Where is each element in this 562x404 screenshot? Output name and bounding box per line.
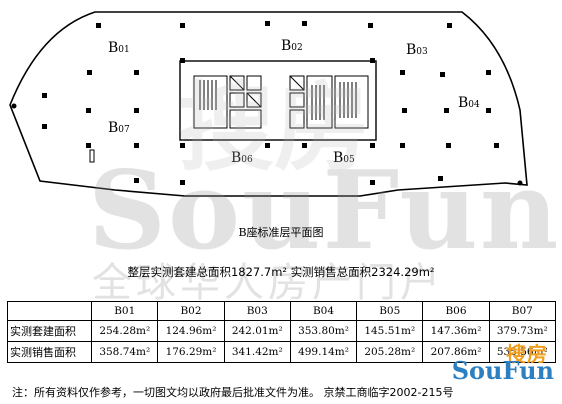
area-summary: 整层实测套建总面积1827.7m² 实测销售总面积2324.29m² (127, 265, 435, 279)
table-cell: 145.51m² (356, 320, 424, 342)
core-right (289, 75, 369, 129)
columns (11, 21, 523, 186)
row-label-built-area: 实测套建面积 (6, 320, 93, 342)
soufun-logo: 搜房 SouFun (450, 338, 556, 385)
table-cell: 379.73m² (488, 320, 557, 342)
table-header-b04: B04 (289, 301, 358, 321)
core-left (193, 75, 262, 129)
table-cell: 353.80m² (289, 320, 358, 342)
table-cell: 358.74m² (91, 341, 159, 363)
logo-en-text: SouFun (451, 356, 554, 385)
table-corner (6, 301, 93, 321)
table-cell: 254.28m² (91, 320, 159, 342)
table-header-b03: B03 (223, 301, 291, 321)
table-cell: 176.29m² (157, 341, 225, 363)
footer-note: 注：所有资料仅作参考，一切图文均以政府最后批准文件为准。 京禁工商临字2002-… (12, 386, 454, 399)
table-header-row: B01 B02 B03 B04 B05 B06 B07 (6, 301, 557, 321)
table-cell: 535.56m² (488, 341, 557, 363)
table-cell: 499.14m² (289, 341, 358, 363)
floor-plan: B01 B02 B03 B04 B05 B06 B07 (9, 11, 528, 197)
plan-caption: B座标准层平面图 (238, 226, 324, 239)
table-header-b06: B06 (422, 301, 490, 321)
table-header-b02: B02 (157, 301, 225, 321)
table-cell: 124.96m² (157, 320, 225, 342)
table-cell: 242.01m² (223, 320, 291, 342)
row-label-sales-area: 实测销售面积 (6, 341, 93, 363)
table-cell: 205.28m² (356, 341, 424, 363)
table-header-b05: B05 (356, 301, 424, 321)
core-outline (179, 60, 377, 141)
table-header-b01: B01 (91, 301, 159, 321)
table-cell: 207.86m² (422, 341, 490, 363)
table-row: 实测销售面积 358.74m² 176.29m² 341.42m² 499.14… (6, 341, 557, 363)
logo-cn-text: 搜房 (506, 342, 548, 366)
table-header-b07: B07 (488, 301, 557, 321)
area-table: B01 B02 B03 B04 B05 B06 B07 实测套建面积 254.2… (6, 301, 557, 363)
table-cell: 341.42m² (223, 341, 291, 363)
